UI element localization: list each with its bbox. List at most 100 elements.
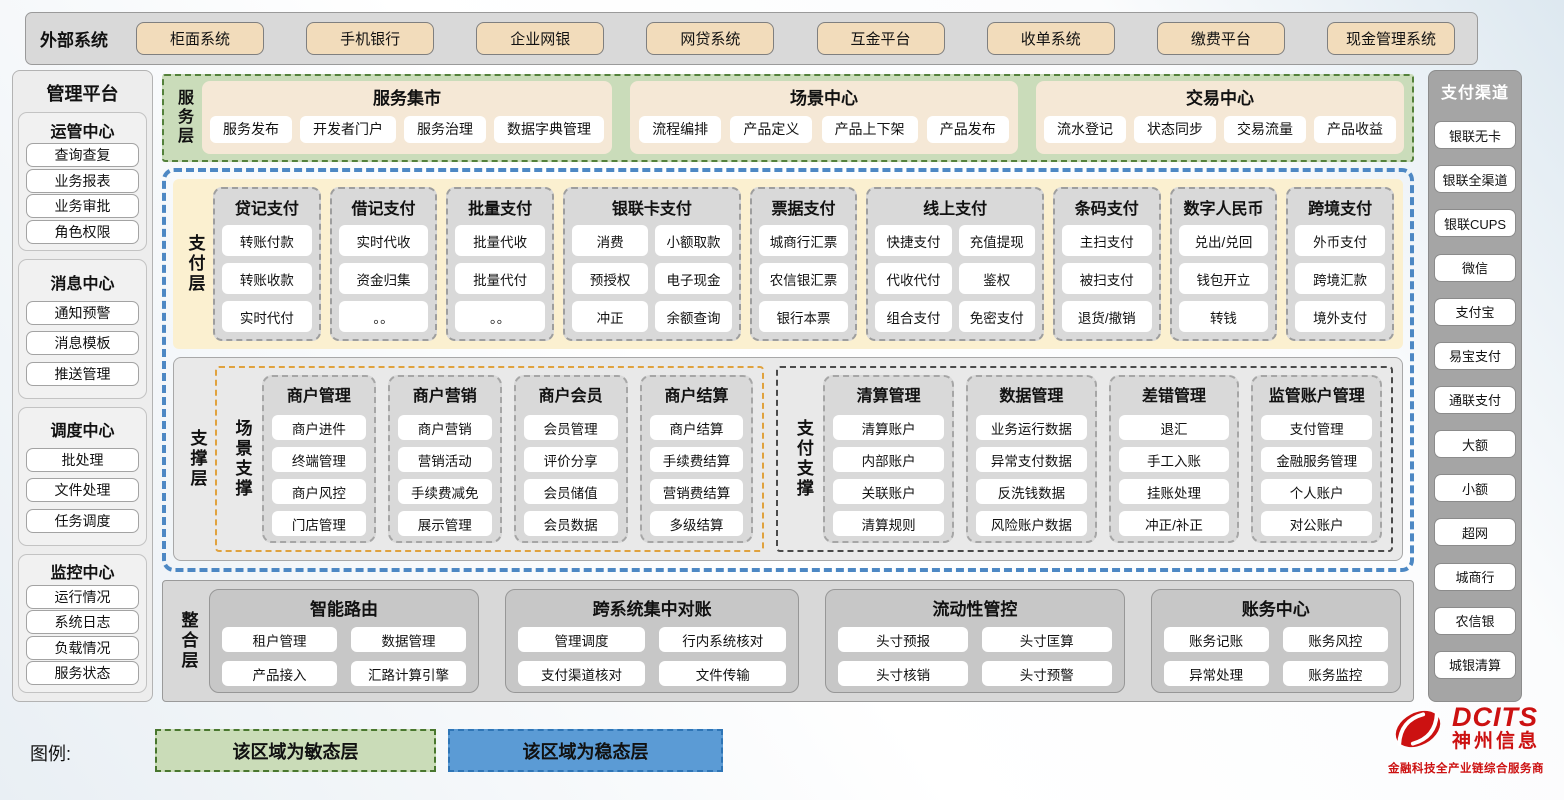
payment-channel-button[interactable]: 城商行 bbox=[1434, 563, 1516, 591]
support-item-button[interactable]: 门店管理 bbox=[272, 511, 366, 536]
payment-channel-button[interactable]: 支付宝 bbox=[1434, 298, 1516, 326]
payment-item-button[interactable]: 冲正 bbox=[572, 301, 648, 332]
service-item-button[interactable]: 产品收益 bbox=[1314, 116, 1396, 143]
service-item-button[interactable]: 服务发布 bbox=[210, 116, 292, 143]
payment-item-button[interactable]: 小额取款 bbox=[655, 225, 731, 256]
external-system-button[interactable]: 柜面系统 bbox=[136, 22, 264, 55]
payment-item-button[interactable]: 转钱 bbox=[1179, 301, 1269, 332]
service-item-button[interactable]: 产品发布 bbox=[927, 116, 1009, 143]
integration-item-button[interactable]: 文件传输 bbox=[659, 661, 786, 686]
integration-item-button[interactable]: 异常处理 bbox=[1164, 661, 1269, 686]
payment-item-button[interactable]: 退货/撤销 bbox=[1062, 301, 1152, 332]
payment-item-button[interactable]: 兑出/兑回 bbox=[1179, 225, 1269, 256]
payment-item-button[interactable]: 消费 bbox=[572, 225, 648, 256]
payment-item-button[interactable]: 代收代付 bbox=[875, 263, 951, 294]
service-item-button[interactable]: 交易流量 bbox=[1224, 116, 1306, 143]
payment-channel-button[interactable]: 通联支付 bbox=[1434, 386, 1516, 414]
support-item-button[interactable]: 金融服务管理 bbox=[1261, 447, 1372, 472]
external-system-button[interactable]: 网贷系统 bbox=[646, 22, 774, 55]
support-item-button[interactable]: 会员储值 bbox=[524, 479, 618, 504]
support-item-button[interactable]: 个人账户 bbox=[1261, 479, 1372, 504]
sidebar-item[interactable]: 通知预警 bbox=[26, 301, 139, 325]
payment-item-button[interactable]: 充值提现 bbox=[959, 225, 1035, 256]
integration-item-button[interactable]: 行内系统核对 bbox=[659, 627, 786, 652]
support-item-button[interactable]: 支付管理 bbox=[1261, 415, 1372, 440]
payment-item-button[interactable]: 预授权 bbox=[572, 263, 648, 294]
support-item-button[interactable]: 异常支付数据 bbox=[976, 447, 1087, 472]
support-item-button[interactable]: 清算规则 bbox=[833, 511, 944, 536]
payment-item-button[interactable]: 主扫支付 bbox=[1062, 225, 1152, 256]
support-item-button[interactable]: 手续费结算 bbox=[650, 447, 744, 472]
external-system-button[interactable]: 收单系统 bbox=[987, 22, 1115, 55]
integration-item-button[interactable]: 产品接入 bbox=[222, 661, 337, 686]
service-item-button[interactable]: 产品定义 bbox=[730, 116, 812, 143]
payment-item-button[interactable]: 被扫支付 bbox=[1062, 263, 1152, 294]
sidebar-item[interactable]: 服务状态 bbox=[26, 661, 139, 685]
service-item-button[interactable]: 状态同步 bbox=[1134, 116, 1216, 143]
support-item-button[interactable]: 风险账户数据 bbox=[976, 511, 1087, 536]
payment-channel-button[interactable]: 大额 bbox=[1434, 430, 1516, 458]
sidebar-item[interactable]: 任务调度 bbox=[26, 509, 139, 533]
payment-item-button[interactable]: 批量代付 bbox=[455, 263, 545, 294]
payment-item-button[interactable]: 境外支付 bbox=[1295, 301, 1385, 332]
external-system-button[interactable]: 缴费平台 bbox=[1157, 22, 1285, 55]
payment-channel-button[interactable]: 微信 bbox=[1434, 254, 1516, 282]
integration-item-button[interactable]: 头寸匡算 bbox=[982, 627, 1112, 652]
support-item-button[interactable]: 手工入账 bbox=[1119, 447, 1230, 472]
integration-item-button[interactable]: 头寸预报 bbox=[838, 627, 968, 652]
support-item-button[interactable]: 评价分享 bbox=[524, 447, 618, 472]
integration-item-button[interactable]: 租户管理 bbox=[222, 627, 337, 652]
service-item-button[interactable]: 流程编排 bbox=[639, 116, 721, 143]
payment-item-button[interactable]: 实时代付 bbox=[222, 301, 312, 332]
sidebar-item[interactable]: 推送管理 bbox=[26, 362, 139, 386]
payment-item-button[interactable]: 组合支付 bbox=[875, 301, 951, 332]
support-item-button[interactable]: 商户进件 bbox=[272, 415, 366, 440]
integration-item-button[interactable]: 汇路计算引擎 bbox=[351, 661, 466, 686]
support-item-button[interactable]: 会员数据 bbox=[524, 511, 618, 536]
integration-item-button[interactable]: 头寸核销 bbox=[838, 661, 968, 686]
payment-item-button[interactable]: 转账收款 bbox=[222, 263, 312, 294]
support-item-button[interactable]: 营销费结算 bbox=[650, 479, 744, 504]
payment-item-button[interactable]: 跨境汇款 bbox=[1295, 263, 1385, 294]
support-item-button[interactable]: 内部账户 bbox=[833, 447, 944, 472]
sidebar-item[interactable]: 查询查复 bbox=[26, 143, 139, 167]
payment-item-button[interactable]: 电子现金 bbox=[655, 263, 731, 294]
support-item-button[interactable]: 冲正/补正 bbox=[1119, 511, 1230, 536]
integration-item-button[interactable]: 账务风控 bbox=[1283, 627, 1388, 652]
sidebar-item[interactable]: 系统日志 bbox=[26, 610, 139, 634]
sidebar-item[interactable]: 消息模板 bbox=[26, 331, 139, 355]
payment-item-button[interactable]: 快捷支付 bbox=[875, 225, 951, 256]
sidebar-item[interactable]: 运行情况 bbox=[26, 585, 139, 609]
service-item-button[interactable]: 开发者门户 bbox=[300, 116, 396, 143]
support-item-button[interactable]: 商户风控 bbox=[272, 479, 366, 504]
payment-item-button[interactable]: 银行本票 bbox=[759, 301, 849, 332]
support-item-button[interactable]: 对公账户 bbox=[1261, 511, 1372, 536]
payment-item-button[interactable]: 实时代收 bbox=[339, 225, 429, 256]
service-item-button[interactable]: 流水登记 bbox=[1044, 116, 1126, 143]
sidebar-item[interactable]: 业务报表 bbox=[26, 169, 139, 193]
payment-channel-button[interactable]: 银联全渠道 bbox=[1434, 165, 1516, 193]
support-item-button[interactable]: 终端管理 bbox=[272, 447, 366, 472]
integration-item-button[interactable]: 账务监控 bbox=[1283, 661, 1388, 686]
support-item-button[interactable]: 商户结算 bbox=[650, 415, 744, 440]
external-system-button[interactable]: 手机银行 bbox=[306, 22, 434, 55]
payment-item-button[interactable]: 免密支付 bbox=[959, 301, 1035, 332]
payment-item-button[interactable]: 。。 bbox=[339, 301, 429, 332]
integration-item-button[interactable]: 数据管理 bbox=[351, 627, 466, 652]
payment-channel-button[interactable]: 银联无卡 bbox=[1434, 121, 1516, 149]
external-system-button[interactable]: 互金平台 bbox=[817, 22, 945, 55]
integration-item-button[interactable]: 管理调度 bbox=[518, 627, 645, 652]
integration-item-button[interactable]: 支付渠道核对 bbox=[518, 661, 645, 686]
sidebar-item[interactable]: 文件处理 bbox=[26, 478, 139, 502]
sidebar-item[interactable]: 角色权限 bbox=[26, 220, 139, 244]
service-item-button[interactable]: 数据字典管理 bbox=[494, 116, 604, 143]
payment-item-button[interactable]: 外币支付 bbox=[1295, 225, 1385, 256]
payment-item-button[interactable]: 城商行汇票 bbox=[759, 225, 849, 256]
support-item-button[interactable]: 关联账户 bbox=[833, 479, 944, 504]
sidebar-item[interactable]: 批处理 bbox=[26, 448, 139, 472]
payment-item-button[interactable]: 转账付款 bbox=[222, 225, 312, 256]
external-system-button[interactable]: 现金管理系统 bbox=[1327, 22, 1455, 55]
external-system-button[interactable]: 企业网银 bbox=[476, 22, 604, 55]
payment-item-button[interactable]: 。。 bbox=[455, 301, 545, 332]
payment-item-button[interactable]: 资金归集 bbox=[339, 263, 429, 294]
